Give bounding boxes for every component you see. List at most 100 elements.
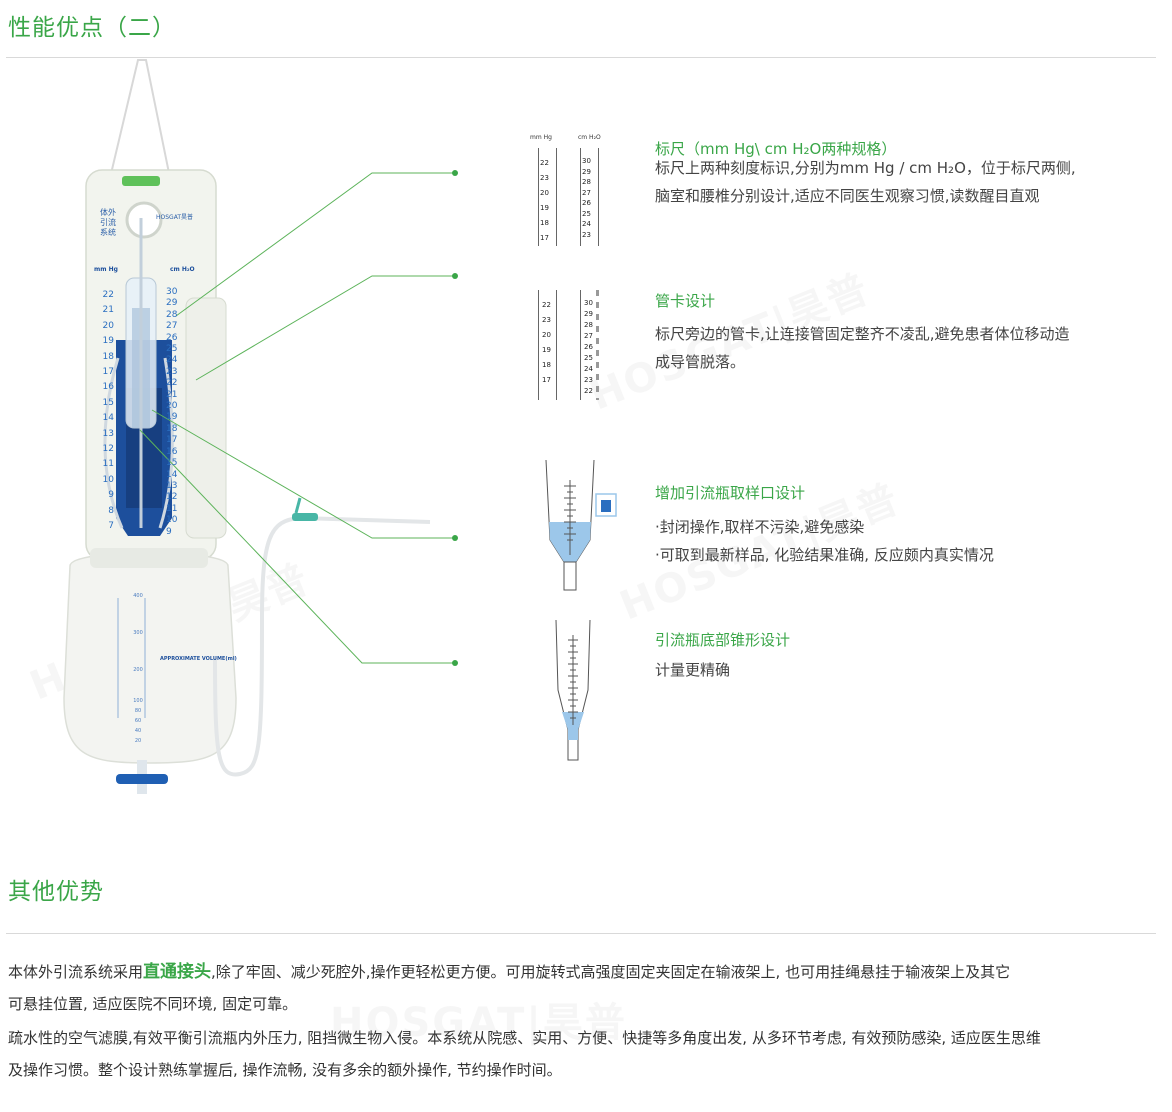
clip-tick-label: 29 (584, 310, 593, 318)
scale-tick-label: 22 (102, 290, 114, 300)
scale-tick-label: 14 (166, 469, 178, 480)
divider (6, 57, 1156, 58)
feature-body-ruler: 标尺上两种刻度标识,分别为mm Hg / cm H₂O，位于标尺两侧, 脑室和腰… (655, 159, 1076, 205)
clip-left-values: 22 23 20 19 18 17 (542, 298, 551, 388)
clip-tick-label: 20 (542, 331, 551, 339)
scale-tick-label: 17 (166, 435, 178, 446)
clip-tick-label: 18 (542, 361, 551, 369)
scale-tick-label: 15 (102, 397, 114, 408)
ruler-tick-label: 29 (582, 167, 591, 176)
bag-scale-label: 100 (133, 698, 143, 704)
sampling-port-figure (545, 460, 617, 591)
ruler-unit-right: cm H₂O (578, 134, 601, 141)
scale-tick-label: 12 (102, 444, 114, 455)
divider (6, 933, 1156, 934)
feature-title-cone: 引流瓶底部锥形设计 (655, 631, 791, 649)
scale-tick-label: 8 (108, 505, 114, 516)
ruler-unit-left: mm Hg (530, 134, 552, 141)
bag-scale-label: 80 (134, 708, 142, 714)
feature-title-sampling: 增加引流瓶取样口设计 (655, 484, 806, 502)
ruler-tick-label: 28 (582, 178, 591, 186)
device-system-label: 体外 引流 系统 (100, 208, 116, 237)
clip-tick-label: 24 (584, 365, 593, 373)
drainage-system-illustration (63, 59, 458, 794)
scale-tick-label: 7 (108, 521, 114, 532)
scale-tick-label: 12 (166, 492, 178, 503)
scale-tick-label: 27 (166, 321, 178, 332)
section-title-other-advantages: 其他优势 (8, 879, 104, 905)
scale-tick-label: 20 (102, 320, 114, 331)
scale-tick-label: 19 (102, 336, 114, 347)
ruler-tick-label: 20 (540, 189, 549, 197)
scale-tick-label: 13 (102, 428, 114, 439)
scale-tick-label: 9 (108, 490, 114, 501)
cone-bottom-figure (555, 620, 591, 761)
ruler-tick-label: 24 (582, 220, 591, 228)
scale-tick-label: 16 (102, 382, 114, 393)
clip-tick-label: 25 (584, 354, 593, 362)
bag-scale-label: 20 (134, 738, 142, 744)
bag-scale-label: 200 (133, 667, 143, 673)
ruler-tick-label: 19 (540, 204, 549, 212)
scale-tick-label: 10 (166, 515, 178, 526)
scale-tick-label: 25 (166, 344, 178, 355)
scale-tick-label: 21 (166, 389, 178, 400)
ruler-tick-label: 22 (540, 159, 549, 167)
ruler-tick-label: 25 (582, 209, 591, 218)
clip-tick-label: 23 (542, 316, 551, 324)
clip-tick-label: 27 (584, 332, 593, 340)
paragraph-filter: 疏水性的空气滤膜,有效平衡引流瓶内外压力, 阻挡微生物入侵。本系统从院感、实用、… (8, 1029, 1041, 1079)
scale-tick-label: 20 (166, 401, 178, 412)
scale-tick-label: 16 (166, 446, 178, 457)
scale-tick-label: 15 (166, 458, 178, 469)
clip-tick-label: 28 (584, 321, 593, 329)
scale-tick-label: 14 (102, 413, 114, 424)
scale-tick-label: 22 (166, 378, 178, 389)
scale-tick-label: 28 (166, 309, 178, 320)
scale-tick-label: 9 (166, 526, 172, 537)
ruler-tick-label: 26 (582, 199, 591, 207)
bag-volume-label: APPROXIMATE VOLUME(ml) (160, 656, 237, 662)
scale-tick-label: 29 (166, 298, 178, 309)
ruler-tick-label: 18 (540, 219, 549, 227)
scale-tick-label: 13 (166, 480, 178, 491)
scale-tick-label: 19 (166, 412, 178, 423)
clip-tick-label: 22 (584, 387, 593, 395)
clip-tick-label: 30 (584, 299, 593, 307)
feature-title-ruler: 标尺（mm Hg\ cm H₂O两种规格） (655, 140, 897, 158)
clip-tick-label: 19 (542, 346, 551, 354)
scale-tick-label: 18 (102, 351, 114, 362)
clip-tick-label: 22 (542, 301, 551, 309)
bag-scale-label: 40 (134, 728, 142, 734)
scale-tick-label: 30 (166, 287, 178, 297)
paragraph-connector: 本体外引流系统采用直通接头,除了牢固、减少死腔外,操作更轻松更方便。可用旋转式高… (8, 962, 1011, 1013)
feature-body-cone: 计量更精确 (655, 661, 731, 679)
feature-body-clip: 标尺旁边的管卡,让连接管固定整齐不凌乱,避免患者体位移动造 成导管脱落。 (655, 325, 1070, 371)
clip-tick-label: 17 (542, 376, 551, 384)
bag-scale-label: 400 (133, 593, 143, 599)
clip-tick-label: 23 (584, 376, 593, 384)
ruler-tick-label: 27 (582, 188, 591, 197)
scale-tick-label: 24 (166, 355, 178, 366)
bag-scale-label: 300 (133, 630, 143, 636)
scale-tick-label: 10 (102, 474, 114, 485)
ruler-tick-label: 17 (540, 234, 549, 242)
bag-scale-label: 60 (134, 718, 142, 724)
scale-tick-label: 23 (166, 366, 178, 377)
scale-tick-label: 17 (102, 367, 114, 378)
scale-tick-label: 21 (102, 305, 114, 316)
section-title-performance: 性能优点（二） (8, 15, 176, 41)
feature-body-sampling: ·封闭操作,取样不污染,避免感染 ·可取到最新样品, 化验结果准确, 反应颇内真… (655, 518, 994, 564)
bag-volume-scale: 400 300 200 100 80 60 40 20 (128, 594, 148, 744)
feature-title-clip: 管卡设计 (655, 292, 716, 310)
device-brand-logo: HOSGAT昊普 (156, 214, 193, 221)
device-unit-left: mm Hg (94, 266, 118, 273)
scale-tick-label: 11 (166, 503, 178, 514)
